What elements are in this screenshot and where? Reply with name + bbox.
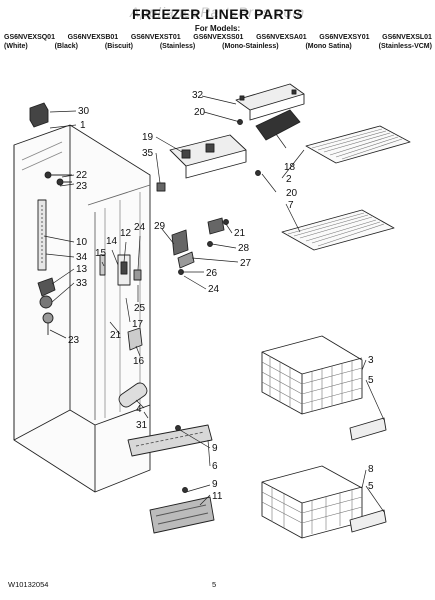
callout-label: 21 — [110, 330, 122, 341]
callout-label: 11 — [212, 491, 223, 502]
model-variant: (Biscuit) — [104, 43, 133, 50]
screw-part — [44, 171, 72, 186]
basket-trim — [349, 417, 387, 441]
callout-label: 20 — [194, 107, 206, 118]
model-number: GS6NVEXSB01 — [67, 34, 119, 41]
callout-label: 13 — [76, 264, 88, 275]
callout-label: 27 — [240, 258, 252, 269]
leader-lines — [43, 95, 385, 513]
model-variant: (Black) — [54, 43, 78, 50]
shelf-channel — [156, 83, 305, 192]
page-number: 5 — [212, 580, 217, 589]
variant-list: (White) (Black) (Biscuit) (Stainless) (M… — [4, 43, 432, 50]
hinge-bracket — [127, 327, 143, 351]
model-number: GS6NVEXSL01 — [382, 34, 432, 41]
callout-label: 8 — [368, 464, 374, 475]
page-title: FREEZER LINER PARTS — [131, 6, 304, 22]
callout-label: 9 — [212, 479, 218, 490]
callout-labels: 30 1 22 23 10 34 13 33 23 15 14 12 24 29… — [68, 90, 374, 502]
model-number: GS6NVEXSY01 — [319, 34, 370, 41]
callout-label: 29 — [154, 221, 166, 232]
callout-label: 32 — [192, 90, 204, 101]
callout-label: 9 — [212, 443, 218, 454]
light-shield — [37, 199, 47, 271]
model-variant: (White) — [4, 43, 28, 50]
freezer-liner — [13, 124, 151, 493]
model-variant: (Stainless) — [159, 43, 196, 50]
callout-label: 23 — [68, 335, 80, 346]
model-number: GS6NVEXST01 — [130, 34, 181, 41]
wire-basket — [261, 465, 363, 539]
callout-label: 22 — [76, 170, 88, 181]
callout-label: 34 — [76, 252, 88, 263]
model-list: GS6NVEXSQ01 GS6NVEXSB01 GS6NVEXST01 GS6N… — [4, 34, 432, 41]
lamp-socket — [37, 277, 56, 335]
wire-shelf — [281, 209, 395, 251]
model-variant: (Mono-Stainless) — [222, 43, 279, 50]
callout-label: 15 — [95, 248, 107, 259]
exploded-parts-diagram: 30 1 22 23 10 34 13 33 23 15 14 12 24 29… — [13, 83, 411, 539]
callout-label: 5 — [368, 375, 374, 386]
callout-label: 7 — [288, 200, 294, 211]
callout-label: 4 — [136, 404, 142, 415]
watermark: AppliancePartsPros.com — [129, 4, 306, 20]
wire-basket — [261, 335, 363, 415]
callout-label: 2 — [286, 174, 292, 185]
callout-label: 6 — [212, 461, 218, 472]
slide-rail — [127, 424, 213, 457]
callout-label: 33 — [76, 278, 88, 289]
callout-label: 16 — [133, 356, 145, 367]
slide-rail — [149, 487, 215, 534]
callout-label: 19 — [142, 132, 154, 143]
model-number: GS6NVEXSS01 — [193, 34, 244, 41]
shelf-support-bracket — [171, 217, 229, 275]
bracket-part — [29, 102, 49, 128]
callout-label: 24 — [134, 222, 146, 233]
model-number: GS6NVEXSQ01 — [4, 34, 55, 41]
callout-label: 26 — [206, 268, 218, 279]
callout-label: 28 — [238, 243, 250, 254]
callout-label: 21 — [234, 228, 246, 239]
model-number: GS6NVEXSA01 — [256, 34, 307, 41]
callout-label: 20 — [286, 188, 298, 199]
model-variant: (Stainless-VCM) — [378, 43, 432, 50]
light-cover — [255, 109, 301, 141]
wire-shelf — [305, 125, 411, 164]
callout-label: 1 — [80, 120, 86, 131]
basket-trim — [349, 509, 387, 533]
callout-label: 5 — [368, 481, 374, 492]
callout-label: 17 — [132, 319, 144, 330]
for-models-label: For Models: — [194, 24, 241, 33]
callout-label: 10 — [76, 237, 88, 248]
callout-label: 18 — [284, 162, 296, 173]
callout-label: 31 — [136, 420, 148, 431]
document-code: W10132054 — [8, 580, 49, 589]
callout-label: 14 — [106, 236, 118, 247]
callout-label: 30 — [78, 106, 90, 117]
model-variant: (Mono Satina) — [305, 43, 352, 50]
callout-label: 24 — [208, 284, 220, 295]
callout-label: 12 — [120, 228, 132, 239]
callout-label: 3 — [368, 355, 374, 366]
callout-label: 25 — [134, 303, 146, 314]
callout-label: 35 — [142, 148, 154, 159]
callout-label: 23 — [76, 181, 88, 192]
